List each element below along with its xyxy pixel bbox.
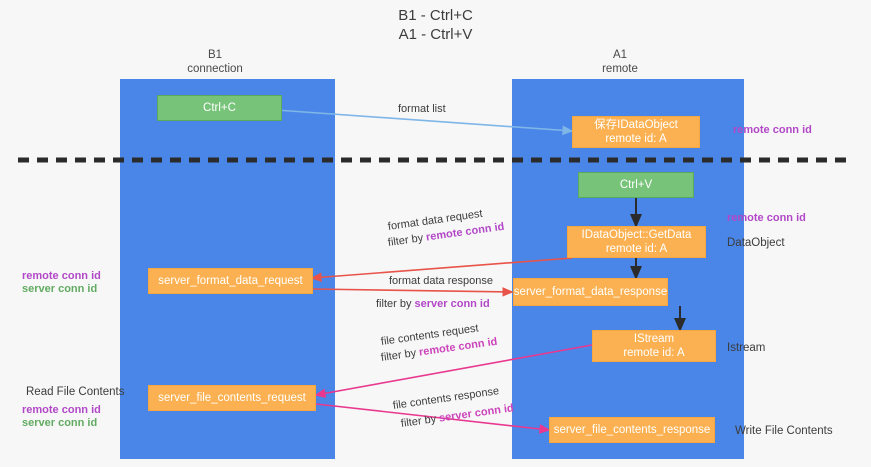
edge-fdreq-prefix: filter by [387, 231, 427, 249]
node-fmt-resp-label: server_format_data_response [513, 286, 668, 298]
caption-left-remote-conn-id: remote conn id [22, 270, 101, 282]
edge-fcresp-prefix: filter by [400, 412, 440, 430]
node-istream[interactable]: IStream remote id: A [592, 330, 716, 362]
node-fmt-req-label: server_format_data_request [158, 275, 303, 287]
node-ctrl-c-label: Ctrl+C [203, 102, 236, 114]
column-header-a1-role: remote [602, 63, 638, 75]
node-getdata-sub: remote id: A [605, 243, 668, 255]
node-server-file-contents-request[interactable]: server_file_contents_request [148, 385, 316, 411]
node-ctrl-c[interactable]: Ctrl+C [157, 95, 282, 121]
caption-read-file-contents: Read File Contents [26, 386, 125, 398]
caption-left-server-conn-id-2: server conn id [22, 417, 98, 429]
node-idataobject[interactable]: 保存IDataObject remote id: A [572, 116, 700, 148]
node-idataobject-sub: remote id: A [605, 133, 667, 145]
node-server-format-data-response[interactable]: server_format_data_response [513, 278, 668, 306]
edge-fdresp-line2: filter by server conn id [376, 297, 493, 311]
caption-remote-conn-id-mid: remote conn id [727, 212, 806, 224]
column-header-b1-role: connection [187, 63, 243, 75]
column-header-a1: A1 remote [545, 48, 695, 76]
node-istream-sub: remote id: A [623, 347, 685, 359]
column-header-a1-name: A1 [612, 49, 628, 61]
node-ctrl-v-label: Ctrl+V [619, 179, 653, 191]
edge-label-file-contents-request: file contents request filter by remote c… [380, 322, 498, 365]
node-file-resp-label: server_file_contents_response [553, 424, 711, 436]
edge-label-format-data-response: format data response filter by server co… [376, 274, 493, 311]
title-line-2: A1 - Ctrl+V [398, 26, 473, 43]
edge-label-file-contents-response: file contents response filter by server … [392, 385, 515, 431]
edge-label-format-list-text: format list [398, 103, 446, 115]
edge-label-format-list: format list [398, 102, 446, 116]
edge-fdresp-highlight: server conn id [414, 298, 490, 310]
column-header-b1-name: B1 [207, 49, 223, 61]
page-title: B1 - Ctrl+C A1 - Ctrl+V [0, 6, 871, 44]
node-ctrl-v[interactable]: Ctrl+V [578, 172, 694, 198]
node-file-req-label: server_file_contents_request [158, 392, 306, 404]
caption-write-file-contents: Write File Contents [735, 425, 833, 437]
title-line-1: B1 - Ctrl+C [398, 7, 473, 24]
column-header-b1: B1 connection [140, 48, 290, 76]
caption-left-remote-conn-id-2: remote conn id [22, 404, 101, 416]
edge-label-format-data-request: format data request filter by remote con… [387, 208, 505, 250]
edge-fcreq-prefix: filter by [380, 346, 420, 364]
node-server-format-data-request[interactable]: server_format_data_request [148, 268, 313, 294]
node-idataobject-getdata[interactable]: IDataObject::GetData remote id: A [567, 226, 706, 258]
caption-remote-conn-id-top: remote conn id [733, 124, 812, 136]
node-server-file-contents-response[interactable]: server_file_contents_response [549, 417, 715, 443]
caption-dataobject: DataObject [727, 237, 785, 249]
edge-fdresp-prefix: filter by [376, 298, 415, 310]
edge-fdresp-line1: format data response [389, 275, 493, 287]
edge-fcresp-highlight: server conn id [438, 402, 515, 425]
caption-left-server-conn-id: server conn id [22, 283, 98, 295]
node-istream-label: IStream [633, 333, 675, 345]
node-getdata-label: IDataObject::GetData [581, 229, 692, 241]
caption-istream: Istream [727, 342, 766, 354]
node-idataobject-label: 保存IDataObject [594, 119, 678, 131]
